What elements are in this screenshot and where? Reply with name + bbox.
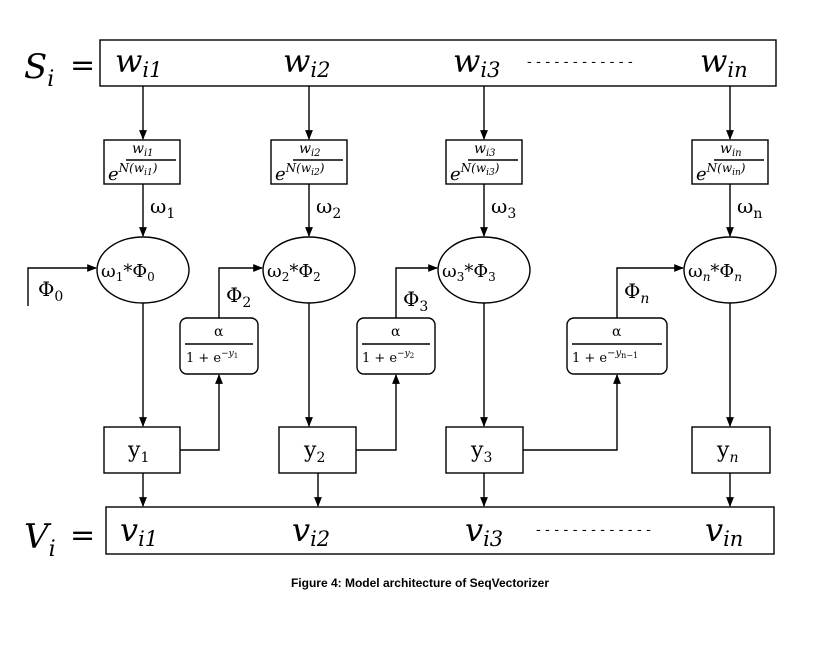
output-item-3: vi3	[465, 511, 503, 551]
sigmoidn-to-noden	[616, 264, 684, 318]
y-box-1: y1	[103, 426, 181, 474]
figure-caption: Figure 4: Model architecture of SeqVecto…	[290, 576, 550, 590]
exp-box-1: wi1 eN(wi1)	[103, 139, 181, 185]
svg-text:α: α	[214, 324, 224, 340]
svg-text:α: α	[391, 324, 401, 340]
input-item-2: wi2	[283, 42, 330, 82]
output-row-equals: =	[70, 518, 95, 553]
output-row-dashes: - - - - - - - - - - - - -	[536, 522, 651, 538]
node-1: ω1*Φ0	[96, 236, 190, 304]
phi0-input-arrow	[27, 264, 97, 306]
svg-text:ωn*Φn: ωn*Φn	[688, 261, 742, 284]
sigmoid1-to-node2	[218, 264, 263, 318]
svg-text:ω2*Φ2: ω2*Φ2	[267, 261, 321, 284]
sigmoid-box-2: α 1 + e−y2	[356, 317, 436, 375]
y-box-n: yn	[691, 426, 771, 474]
input-item-n: win	[700, 42, 748, 82]
svg-text:eN(wi3): eN(wi3)	[450, 161, 500, 185]
sigmoid-box-n: α 1 + e−yn−1	[566, 317, 668, 375]
output-row-box	[105, 506, 775, 555]
omega-label-2: ω2	[316, 194, 341, 222]
input-row-equals: =	[70, 48, 95, 83]
output-row-label: Vi	[24, 517, 56, 562]
output-item-2: vi2	[292, 511, 330, 551]
sigmoid2-to-node3	[395, 264, 438, 318]
y-box-3: y3	[445, 426, 524, 474]
omega-label-3: ω3	[491, 194, 516, 222]
exp-box-2: wi2 eN(wi2)	[270, 139, 348, 185]
svg-text:y3: y3	[470, 438, 492, 466]
feedback-y3-to-sigmoid	[523, 374, 621, 451]
svg-text:wi1: wi1	[132, 141, 154, 159]
sigmoid-box-1: α 1 + e−y1	[179, 317, 259, 375]
input-item-3: wi3	[453, 42, 500, 82]
phi-label-n: Φn	[624, 279, 649, 307]
svg-text:α: α	[612, 324, 622, 340]
svg-text:yn: yn	[716, 438, 738, 466]
input-item-1: wi1	[115, 42, 162, 82]
svg-text:1 + e−yn−1: 1 + e−yn−1	[572, 348, 638, 366]
node-n: ωn*Φn	[683, 236, 777, 304]
svg-text:ω1*Φ0: ω1*Φ0	[101, 261, 155, 284]
feedback-y2-to-sigmoid	[356, 374, 400, 451]
svg-text:ω3*Φ3: ω3*Φ3	[442, 261, 496, 284]
exp-box-n: win eN(win)	[691, 139, 769, 185]
svg-text:win: win	[720, 141, 742, 159]
node-2: ω2*Φ2	[262, 236, 356, 304]
input-row-label: Si	[24, 47, 54, 92]
input-row-box	[99, 39, 777, 87]
svg-text:eN(win): eN(win)	[696, 161, 746, 185]
svg-text:wi3: wi3	[474, 141, 496, 159]
y-box-2: y2	[278, 426, 357, 474]
phi-label-3: Φ3	[403, 287, 428, 315]
svg-text:1 + e−y2: 1 + e−y2	[362, 349, 414, 366]
svg-text:y2: y2	[303, 438, 325, 466]
svg-text:eN(wi1): eN(wi1)	[108, 161, 158, 185]
phi0-label: Φ0	[38, 277, 63, 305]
phi-label-2: Φ2	[226, 283, 251, 311]
svg-text:wi2: wi2	[299, 141, 321, 159]
exp-box-3: wi3 eN(wi3)	[445, 139, 523, 185]
svg-text:y1: y1	[127, 438, 149, 466]
input-row-dashes: - - - - - - - - - - - -	[527, 54, 633, 70]
output-item-n: vin	[705, 511, 743, 551]
omega-label-n: ωn	[737, 194, 762, 222]
omega-label-1: ω1	[150, 194, 175, 222]
node-3: ω3*Φ3	[437, 236, 531, 304]
feedback-y1-to-sigmoid	[180, 374, 223, 451]
svg-text:eN(wi2): eN(wi2)	[275, 161, 325, 185]
svg-text:1 + e−y1: 1 + e−y1	[186, 349, 238, 366]
output-item-1: vi1	[120, 511, 158, 551]
